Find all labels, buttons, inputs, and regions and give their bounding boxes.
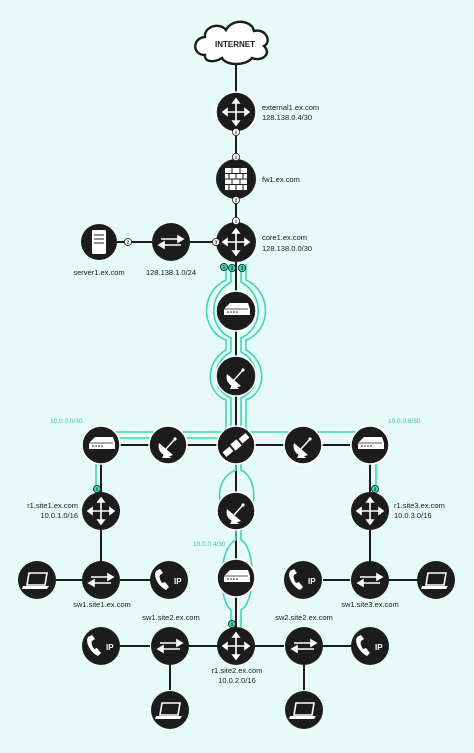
external1-router[interactable] [215, 91, 257, 133]
trunk-modem[interactable] [215, 290, 257, 332]
port-markers: 2 1 2 1 3 2 1 2 3 1 1 1 [93, 128, 379, 628]
site2-modem[interactable] [216, 558, 256, 598]
port-core-p1: 1 [223, 265, 226, 270]
site3-laptop[interactable] [417, 561, 455, 599]
site3-modem[interactable] [350, 425, 390, 465]
tunnel-site2-b [218, 460, 237, 628]
sw1site2-switch[interactable] [151, 627, 189, 665]
core1-name: core1.ex.com [262, 233, 307, 242]
ip-label: IP [106, 643, 114, 652]
core-switch[interactable] [152, 223, 190, 261]
site3-dish[interactable] [283, 425, 323, 465]
sw1site3-switch[interactable] [351, 561, 389, 599]
satellite-hub[interactable] [216, 425, 256, 465]
r1site3-router[interactable] [351, 492, 389, 530]
server1-server[interactable] [81, 224, 117, 260]
core1-router[interactable] [216, 222, 256, 262]
port-core-up: 1 [235, 219, 238, 224]
sw1site1-name: sw1.site1.ex.com [73, 600, 131, 609]
server-icon [91, 229, 107, 255]
port-r1s1-up: 1 [96, 487, 99, 492]
tunnel-site1 [89, 264, 227, 490]
site2-dish[interactable] [216, 491, 256, 531]
core1-net: 128.138.0.0/30 [262, 244, 312, 253]
fw1-firewall[interactable] [216, 159, 256, 199]
subnet-site1: 10.0.0.0/30 [50, 418, 83, 425]
port-core-p2: 2 [231, 266, 234, 271]
site2-left-laptop[interactable] [151, 691, 189, 729]
external1-net: 128.138.0.4/30 [262, 113, 312, 122]
trunk-dish[interactable] [215, 355, 257, 397]
firewall-icon [224, 167, 248, 191]
tunnel-site3 [245, 264, 383, 490]
port-r1s3-up: 1 [374, 487, 377, 492]
external1-name: external1.ex.com [262, 103, 319, 112]
site1-modem[interactable] [81, 425, 121, 465]
port-fw-down: 2 [235, 198, 238, 203]
port-fw-up: 1 [235, 155, 238, 160]
port-core-left: 3 [215, 240, 218, 245]
port-core-p3: 3 [241, 266, 244, 271]
site2-left-ip-phone[interactable]: IP [82, 627, 120, 665]
ip-label: IP [375, 643, 383, 652]
internet-cloud: INTERNET [194, 20, 269, 66]
sw2site2-switch[interactable] [285, 627, 323, 665]
ip-label: IP [308, 577, 316, 586]
port-server: 2 [127, 240, 130, 245]
r1site2-name: r1.site2.ex.com [212, 666, 263, 675]
sw1site1-switch[interactable] [82, 561, 120, 599]
port-ext-down: 2 [235, 130, 238, 135]
site1-dish[interactable] [148, 425, 188, 465]
site1-laptop[interactable] [18, 561, 56, 599]
tunnel-site1-inner [97, 264, 232, 445]
sw2site2-name: sw2.site2.ex.com [275, 613, 333, 622]
r1site3-net: 10.0.3.0/16 [394, 511, 432, 520]
site2-right-ip-phone[interactable]: IP [351, 627, 389, 665]
r1site1-router[interactable] [82, 492, 120, 530]
site1-ip-phone[interactable]: IP [150, 561, 188, 599]
ip-label: IP [174, 577, 182, 586]
internet-label: INTERNET [215, 40, 255, 49]
sw1site2-name: sw1.site2.ex.com [142, 613, 200, 622]
server1-name: server1.ex.com [73, 268, 124, 277]
site3-ip-phone[interactable]: IP [284, 561, 322, 599]
port-r1s2-up: 1 [231, 622, 234, 627]
fw1-name: fw1.ex.com [262, 175, 300, 184]
subnet-site2: 10.0.0.4/30 [193, 541, 226, 548]
r1site1-name: r1.site1.ex.com [27, 501, 78, 510]
site2-right-laptop[interactable] [285, 691, 323, 729]
sw1site3-name: sw1.site3.ex.com [341, 600, 399, 609]
r1site2-router[interactable] [217, 627, 255, 665]
r1site1-net: 10.0.1.0/16 [40, 511, 78, 520]
subnet-site3: 10.0.0.8/30 [388, 418, 421, 425]
core-switch-net: 128.138.1.0/24 [146, 268, 196, 277]
r1site2-net: 10.0.2.0/16 [218, 676, 256, 685]
r1site3-name: r1.site3.ex.com [394, 501, 445, 510]
